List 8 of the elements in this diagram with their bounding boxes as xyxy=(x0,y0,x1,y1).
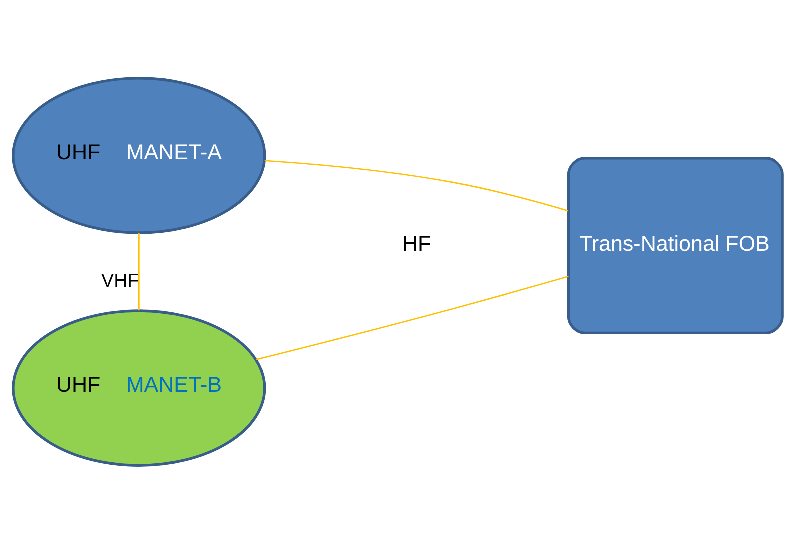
node-ellipse: UHF MANET-B xyxy=(12,310,266,467)
label: HF xyxy=(402,232,432,256)
edge-label: VHF xyxy=(102,270,140,291)
node-ellipse: UHF MANET-A xyxy=(12,77,266,234)
connector xyxy=(256,276,569,360)
connector xyxy=(138,233,140,311)
node-box: Trans-National FOB xyxy=(567,157,784,335)
connector xyxy=(264,160,569,212)
